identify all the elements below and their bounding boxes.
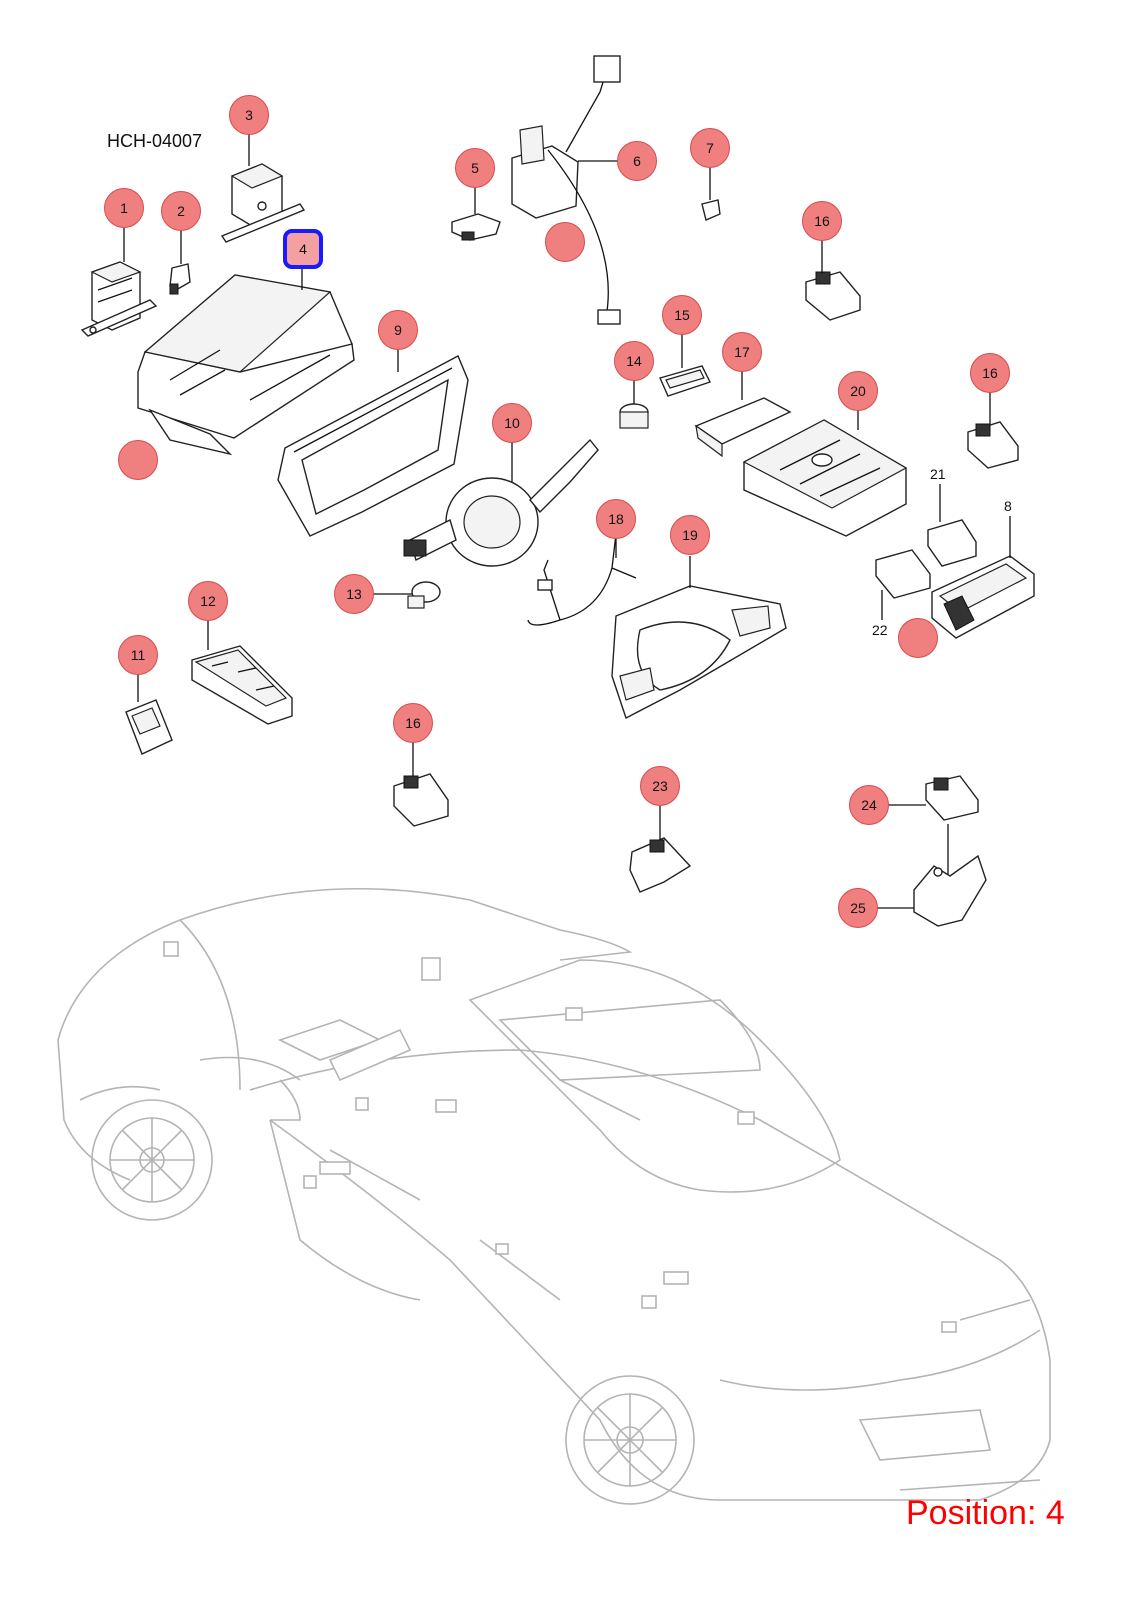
part-4-control-unit[interactable] [137, 274, 355, 456]
part-25-bracket[interactable] [913, 854, 987, 927]
callout-blank-b[interactable] [545, 222, 585, 262]
callout-blank-c[interactable] [898, 618, 938, 658]
callout-3[interactable]: 3 [229, 95, 269, 135]
callout-16-top[interactable]: 16 [802, 201, 842, 241]
part-14-socket[interactable] [619, 403, 649, 429]
part-13-sensor[interactable] [407, 581, 441, 609]
part-16-switch-a[interactable] [805, 271, 861, 321]
label-22: 22 [872, 622, 888, 638]
callout-14[interactable]: 14 [614, 341, 654, 381]
position-indicator: Position: 4 [906, 1494, 1065, 1532]
callout-9[interactable]: 9 [378, 310, 418, 350]
callout-2[interactable]: 2 [161, 191, 201, 231]
callout-1[interactable]: 1 [104, 188, 144, 228]
callout-11[interactable]: 11 [118, 635, 158, 675]
callout-19[interactable]: 19 [670, 515, 710, 555]
callout-25[interactable]: 25 [838, 888, 878, 928]
part-12-window-switch[interactable] [191, 645, 293, 725]
callout-17[interactable]: 17 [722, 332, 762, 372]
callout-12[interactable]: 12 [188, 581, 228, 621]
part-6-bracket-cable[interactable] [511, 55, 621, 325]
part-20-console-block[interactable] [742, 419, 908, 537]
label-8: 8 [1004, 498, 1012, 514]
part-7-pin[interactable] [701, 199, 721, 221]
callout-13[interactable]: 13 [334, 574, 374, 614]
part-23-module[interactable] [629, 837, 692, 893]
callout-6[interactable]: 6 [617, 141, 657, 181]
part-5-switch[interactable] [451, 213, 501, 241]
callout-16-right[interactable]: 16 [970, 353, 1010, 393]
part-10-column-switch[interactable] [403, 438, 599, 567]
callout-5[interactable]: 5 [455, 148, 495, 188]
part-1-module[interactable] [80, 261, 158, 337]
part-9-cluster-frame[interactable] [277, 355, 469, 537]
part-17-display[interactable] [694, 397, 792, 458]
callout-18[interactable]: 18 [596, 499, 636, 539]
part-3-bracket[interactable] [220, 163, 306, 243]
callout-15[interactable]: 15 [662, 295, 702, 335]
part-19-wheel-panel[interactable] [611, 585, 787, 719]
part-15-connector[interactable] [659, 365, 711, 397]
callout-23[interactable]: 23 [640, 766, 680, 806]
part-18-harness[interactable] [527, 533, 637, 626]
callout-blank-a[interactable] [118, 440, 158, 480]
callout-24[interactable]: 24 [849, 785, 889, 825]
part-11-switch-module[interactable] [125, 699, 173, 755]
part-21-switch[interactable] [927, 519, 977, 567]
label-21: 21 [930, 466, 946, 482]
callout-10[interactable]: 10 [492, 403, 532, 443]
part-8-climate-panel[interactable] [931, 555, 1035, 639]
vehicle-outline [57, 887, 1051, 1505]
part-22-switch[interactable] [875, 549, 931, 599]
part-2-connector[interactable] [169, 263, 191, 295]
part-16-switch-b[interactable] [967, 421, 1019, 469]
diagram-code-label: HCH-04007 [107, 131, 203, 151]
part-16-switch-c[interactable] [393, 773, 449, 827]
part-24-switch[interactable] [925, 775, 979, 821]
callout-20[interactable]: 20 [838, 371, 878, 411]
callout-16-middle[interactable]: 16 [393, 703, 433, 743]
callout-7[interactable]: 7 [690, 128, 730, 168]
callout-4-selected[interactable]: 4 [283, 229, 323, 269]
